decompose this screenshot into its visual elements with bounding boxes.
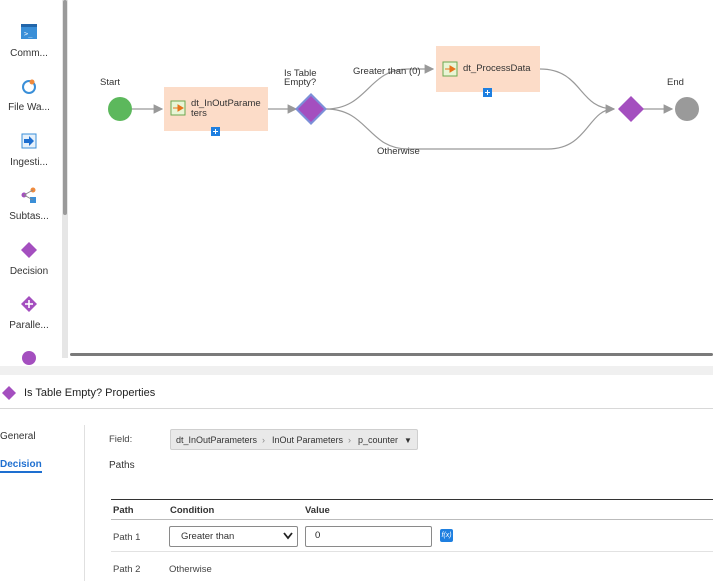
properties-title: Is Table Empty? Properties	[24, 387, 156, 399]
breadcrumb-separator-icon: ›	[348, 435, 351, 445]
palette-item-parallel-paths[interactable]: Paralle...	[0, 294, 58, 331]
tab-decision[interactable]: Decision	[0, 459, 42, 473]
palette-label: Ingesti...	[10, 157, 48, 168]
subtask-icon	[19, 185, 39, 205]
task1-label: dt_InOutParame	[191, 98, 261, 109]
value-text: 0	[315, 530, 321, 541]
field-selector[interactable]: dt_InOutParameters › InOut Parameters › …	[170, 429, 418, 450]
palette-label: Paralle...	[9, 320, 49, 331]
decision-label: Is Table	[284, 68, 317, 79]
palette-item-decision[interactable]: Decision	[0, 240, 58, 277]
start-label: Start	[100, 77, 120, 88]
field-part-task: dt_InOutParameters	[176, 435, 258, 445]
column-header-condition: Condition	[170, 505, 215, 516]
palette-item-file-watch[interactable]: File Wa...	[0, 76, 58, 113]
end-node[interactable]	[675, 97, 699, 121]
palette-scrollbar[interactable]	[62, 0, 68, 358]
condition-select[interactable]: Greater than	[169, 526, 298, 547]
workflow-canvas[interactable]: Start dt_InOutParame ters Is Table Empty…	[68, 0, 713, 358]
branch-label-otherwise: Otherwise	[377, 146, 420, 157]
task-palette: >_ Comm... File Wa... Ingesti... Subtas.…	[0, 0, 62, 365]
divider	[84, 425, 85, 581]
flow-diagram: Start dt_InOutParame ters Is Table Empty…	[100, 46, 699, 157]
palette-item-command[interactable]: >_ Comm...	[0, 22, 58, 59]
value-input[interactable]: 0	[305, 526, 432, 547]
table-border	[111, 499, 713, 500]
palette-item-ingestion[interactable]: Ingesti...	[0, 131, 58, 168]
divider	[0, 408, 713, 409]
palette-label: Decision	[9, 266, 49, 277]
condition-value: Greater than	[181, 531, 235, 542]
column-header-path: Path	[113, 505, 134, 516]
palette-item-partial[interactable]	[0, 348, 58, 368]
palette-item-subtask[interactable]: Subtas...	[0, 185, 58, 222]
data-task-icon	[442, 61, 458, 77]
palette-label: File Wa...	[8, 102, 50, 113]
breadcrumb-separator-icon: ›	[262, 435, 265, 445]
field-part-group: InOut Parameters	[272, 435, 344, 445]
connector-otherwise	[325, 104, 616, 150]
properties-header: Is Table Empty? Properties	[0, 381, 713, 405]
path-2-condition: Otherwise	[169, 564, 212, 575]
path-2-name: Path 2	[113, 564, 141, 575]
data-task-icon	[170, 100, 186, 116]
task2-label: dt_ProcessData	[463, 63, 531, 74]
chevron-down-icon	[283, 532, 293, 540]
palette-label: Subtas...	[9, 211, 49, 222]
file-watch-icon	[19, 76, 39, 96]
field-part-parameter: p_counter	[358, 435, 399, 445]
merge-node[interactable]	[618, 96, 644, 122]
add-step-icon[interactable]	[483, 88, 492, 97]
panel-divider	[0, 366, 713, 375]
jump-icon	[19, 348, 39, 368]
decision-node-is-table-empty[interactable]	[298, 96, 324, 122]
connector-task2-merge	[539, 68, 615, 110]
svg-text:>_: >_	[24, 30, 33, 38]
chevron-down-icon: ▼	[404, 436, 412, 445]
paths-heading: Paths	[109, 460, 135, 471]
start-node[interactable]	[108, 97, 132, 121]
decision-icon	[2, 386, 16, 400]
field-label: Field:	[109, 434, 133, 445]
decision-label-cont: Empty?	[284, 77, 316, 88]
expression-editor-icon[interactable]: f(x)	[440, 529, 453, 542]
palette-label: Comm...	[10, 48, 48, 59]
ingestion-icon	[19, 131, 39, 151]
path-1-name: Path 1	[113, 532, 141, 543]
divider	[111, 519, 713, 520]
divider	[111, 551, 713, 552]
task1-label-cont: ters	[191, 108, 207, 119]
branch-label-greater-than: Greater than (0)	[353, 66, 421, 77]
end-label: End	[667, 77, 684, 88]
decision-icon	[19, 240, 39, 260]
palette-scroll-thumb[interactable]	[63, 0, 67, 215]
tab-general[interactable]: General	[0, 431, 36, 442]
column-header-value: Value	[305, 505, 330, 516]
parallel-paths-icon	[19, 294, 39, 314]
canvas-horizontal-scrollbar[interactable]	[70, 353, 713, 356]
add-step-icon[interactable]	[211, 127, 220, 136]
command-task-icon: >_	[19, 22, 39, 42]
connector-decision-task2	[325, 64, 435, 110]
